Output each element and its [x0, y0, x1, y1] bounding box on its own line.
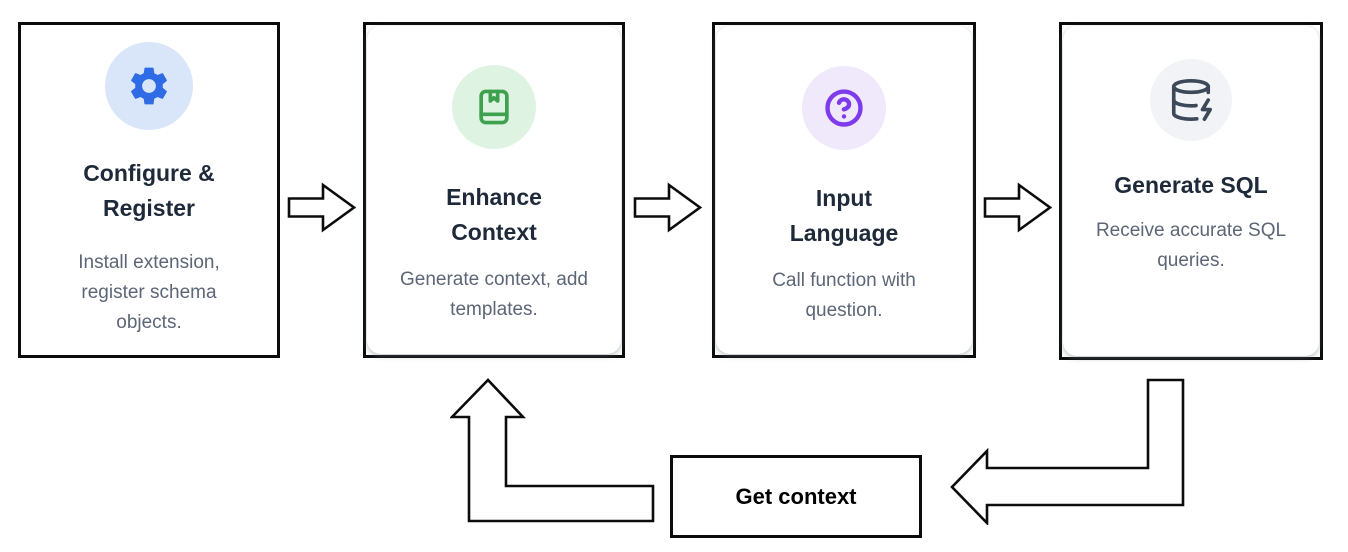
card-surface: Configure & Register Install extension, …	[21, 25, 277, 355]
card-description: Generate context, add templates.	[399, 269, 588, 320]
question-icon-badge	[802, 66, 886, 150]
card-title-line: Language	[789, 220, 899, 246]
card-title: Generate SQL	[1114, 168, 1267, 203]
card-title: Input Language	[790, 181, 899, 251]
card-surface: Input Language Call function with questi…	[716, 26, 972, 354]
right-arrow-icon	[633, 182, 703, 233]
card-description: Install extension, register schema objec…	[78, 252, 220, 333]
card-title: Enhance Context	[446, 180, 542, 250]
card-surface: Generate SQL Receive accurate SQL querie…	[1063, 26, 1319, 356]
book-bookmark-icon	[479, 89, 509, 125]
card-title-line: Input	[815, 185, 873, 211]
gear-icon	[131, 67, 167, 105]
card-title: Configure & Register	[83, 156, 215, 226]
right-arrow-icon	[983, 182, 1053, 233]
database-icon-badge	[1150, 59, 1232, 141]
database-zap-icon	[1171, 79, 1212, 122]
right-arrow-icon	[287, 182, 357, 233]
step-card-generate-sql: Generate SQL Receive accurate SQL querie…	[1059, 22, 1323, 360]
card-title-line: Context	[451, 219, 537, 245]
gear-icon-badge	[105, 42, 193, 130]
card-surface: Enhance Context Generate context, add te…	[367, 26, 621, 354]
card-title-line: Enhance	[446, 184, 542, 210]
loop-arrow-left-icon	[950, 378, 1185, 525]
step-card-configure-register: Configure & Register Install extension, …	[18, 22, 280, 358]
card-description: Call function with question.	[772, 270, 916, 321]
question-circle-icon	[825, 89, 863, 127]
loop-label-box: Get context	[670, 455, 922, 538]
step-card-enhance-context: Enhance Context Generate context, add te…	[363, 22, 625, 358]
card-title-line: Configure &	[83, 160, 215, 186]
loop-arrow-up-icon	[450, 378, 655, 523]
step-card-input-language: Input Language Call function with questi…	[712, 22, 976, 358]
card-title-line: Register	[102, 195, 196, 221]
loop-label: Get context	[735, 483, 857, 509]
card-description: Receive accurate SQL queries.	[1095, 220, 1287, 271]
card-title-line: Generate SQL	[1114, 172, 1268, 198]
book-icon-badge	[452, 65, 536, 149]
